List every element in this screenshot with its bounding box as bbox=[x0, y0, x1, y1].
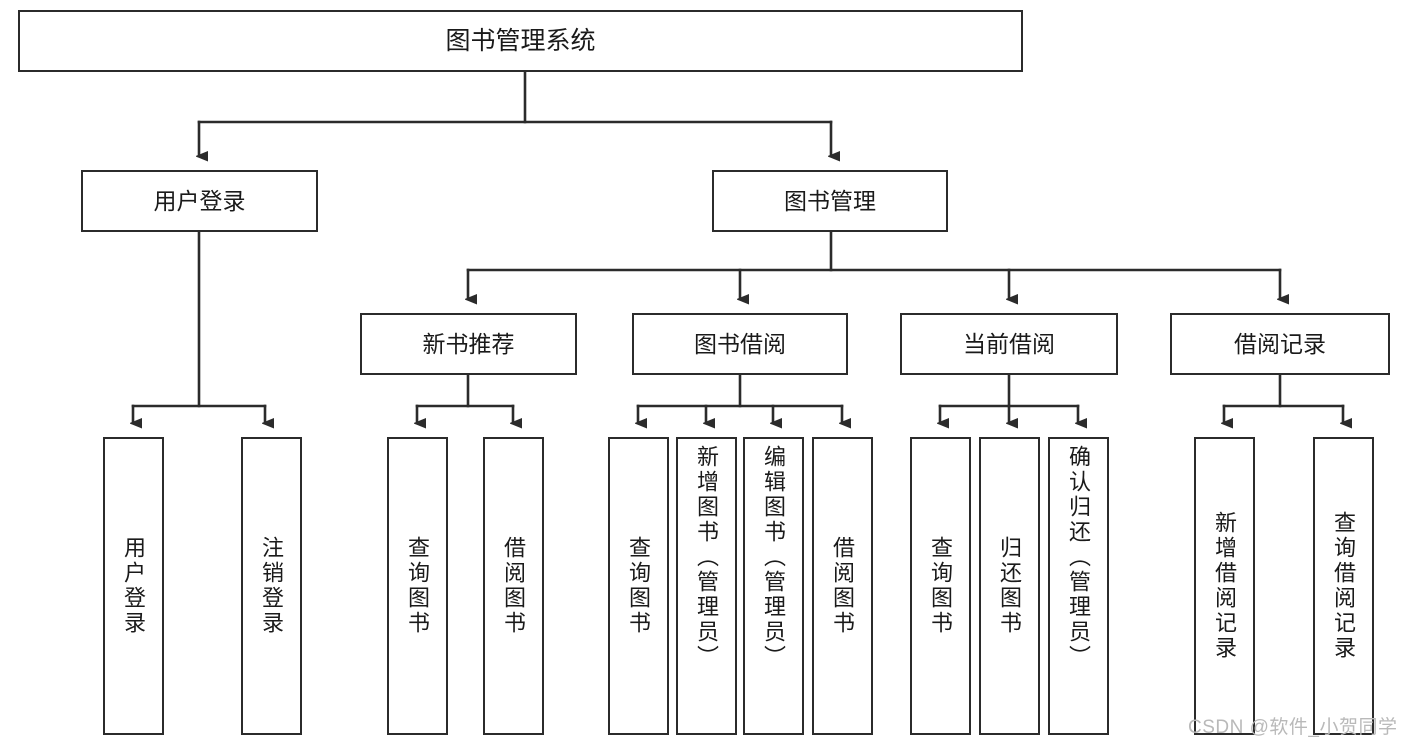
leaf-query-book-recommendation[interactable]: 查询图书 bbox=[387, 437, 448, 735]
node-book-management[interactable]: 图书管理 bbox=[712, 170, 948, 232]
leaf-query-borrow-record[interactable]: 查询借阅记录 bbox=[1313, 437, 1374, 735]
node-label: 用户登录 bbox=[121, 536, 147, 636]
node-label: 查询图书 bbox=[626, 536, 652, 636]
node-label: 查询借阅记录 bbox=[1331, 511, 1357, 661]
node-user-login[interactable]: 用户登录 bbox=[81, 170, 318, 232]
node-label: 查询图书 bbox=[928, 536, 954, 636]
node-label: 查询图书 bbox=[405, 536, 431, 636]
node-label: 新增图书（管理员） bbox=[694, 445, 720, 670]
node-label: 用户登录 bbox=[153, 187, 246, 214]
csdn-watermark: CSDN @软件_小贺同学 bbox=[1188, 717, 1398, 738]
leaf-query-book-borrowing[interactable]: 查询图书 bbox=[608, 437, 669, 735]
node-root-book-management-system[interactable]: 图书管理系统 bbox=[18, 10, 1023, 72]
node-book-borrowing[interactable]: 图书借阅 bbox=[632, 313, 848, 375]
node-label: 确认归还（管理员） bbox=[1066, 445, 1092, 670]
leaf-add-borrow-record[interactable]: 新增借阅记录 bbox=[1194, 437, 1255, 735]
node-label: 新书推荐 bbox=[422, 330, 515, 357]
node-label: 图书管理 bbox=[784, 187, 876, 214]
node-label: 当前借阅 bbox=[963, 330, 1055, 357]
node-label: 注销登录 bbox=[259, 536, 285, 636]
leaf-user-login[interactable]: 用户登录 bbox=[103, 437, 164, 735]
node-label: 编辑图书（管理员） bbox=[761, 445, 787, 670]
node-borrow-records[interactable]: 借阅记录 bbox=[1170, 313, 1390, 375]
node-label: 借阅记录 bbox=[1234, 330, 1326, 357]
leaf-user-logout[interactable]: 注销登录 bbox=[241, 437, 302, 735]
leaf-return-book[interactable]: 归还图书 bbox=[979, 437, 1040, 735]
node-label: 新增借阅记录 bbox=[1212, 511, 1238, 661]
leaf-borrow-book-recommendation[interactable]: 借阅图书 bbox=[483, 437, 544, 735]
node-label: 归还图书 bbox=[997, 536, 1023, 636]
leaf-confirm-return-admin[interactable]: 确认归还（管理员） bbox=[1048, 437, 1109, 735]
node-label: 图书管理系统 bbox=[445, 26, 596, 55]
node-label: 图书借阅 bbox=[694, 330, 786, 357]
leaf-query-book-current[interactable]: 查询图书 bbox=[910, 437, 971, 735]
node-current-borrowing[interactable]: 当前借阅 bbox=[900, 313, 1118, 375]
leaf-add-book-admin[interactable]: 新增图书（管理员） bbox=[676, 437, 737, 735]
node-new-book-recommendation[interactable]: 新书推荐 bbox=[360, 313, 577, 375]
leaf-borrow-book-borrowing[interactable]: 借阅图书 bbox=[812, 437, 873, 735]
node-label: 借阅图书 bbox=[830, 536, 856, 636]
node-label: 借阅图书 bbox=[501, 536, 527, 636]
leaf-edit-book-admin[interactable]: 编辑图书（管理员） bbox=[743, 437, 804, 735]
